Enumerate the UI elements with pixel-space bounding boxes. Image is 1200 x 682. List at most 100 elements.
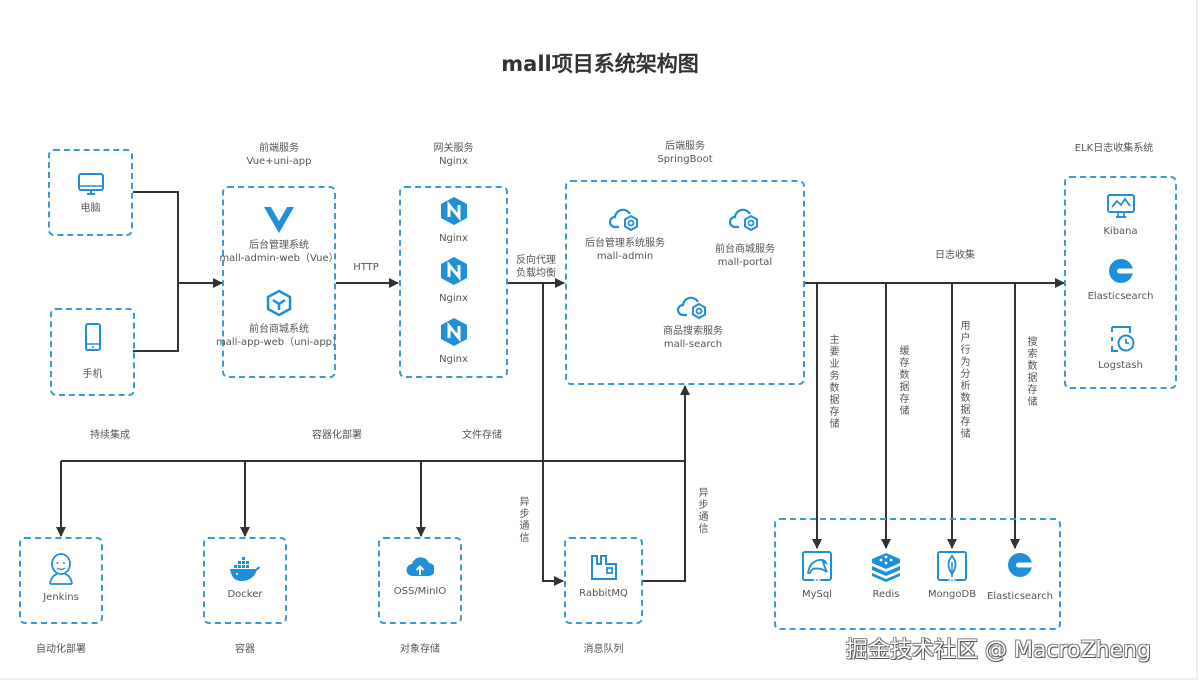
gateway-caption-line2: Nginx bbox=[439, 156, 468, 167]
backend-mall-portal[interactable]: 前台商城服务 mall-portal bbox=[690, 207, 800, 269]
mongodb-icon bbox=[937, 551, 967, 582]
mysql-icon bbox=[802, 551, 832, 582]
devops-oss-label: OSS/MinIO bbox=[393, 586, 447, 597]
cloud-service-icon bbox=[729, 208, 758, 231]
logstash-icon bbox=[1110, 326, 1134, 352]
edge-async-right bbox=[643, 385, 690, 582]
devops-box-jenkins bbox=[19, 537, 103, 624]
cloud-service-icon bbox=[609, 208, 638, 231]
elasticsearch-icon bbox=[1008, 553, 1033, 577]
backend-mall-admin-name: 后台管理系统服务 bbox=[585, 238, 665, 249]
client-box-pc[interactable] bbox=[48, 149, 133, 236]
client-pc-label: 电脑 bbox=[80, 203, 101, 214]
elk-elasticsearch[interactable]: Elasticsearch bbox=[1064, 258, 1177, 303]
edge-label-store-cache: 缓存数据存储 bbox=[897, 345, 908, 417]
storage-redis[interactable]: Redis bbox=[856, 550, 916, 601]
devops-box-docker bbox=[203, 537, 287, 624]
vue-icon bbox=[264, 207, 294, 233]
nginx-icon bbox=[440, 197, 467, 225]
mq-box bbox=[564, 537, 643, 624]
backend-mall-admin[interactable]: 后台管理系统服务 mall-admin bbox=[570, 207, 680, 263]
frontend-app-web-module: mall-app-web（uni-app） bbox=[216, 337, 343, 348]
devops-docker-label: Docker bbox=[227, 589, 263, 600]
edge-label-store-search: 搜索数据存储 bbox=[1025, 336, 1036, 408]
elk-elasticsearch-label: Elasticsearch bbox=[1087, 291, 1154, 302]
client-pc[interactable]: 电脑 bbox=[48, 172, 133, 215]
backend-caption: 后端服务 SpringBoot bbox=[565, 140, 805, 166]
client-phone-label: 手机 bbox=[82, 369, 103, 380]
frontend-app-web-name: 前台商城系统 bbox=[249, 324, 309, 335]
gateway-nginx-2[interactable]: Nginx bbox=[399, 256, 508, 305]
client-box-phone[interactable] bbox=[50, 308, 135, 396]
frontend-admin-web-module: mall-admin-web（Vue） bbox=[219, 253, 339, 264]
gateway-nginx-3-label: Nginx bbox=[439, 354, 468, 365]
watermark: 掘金技术社区 @ MacroZheng bbox=[846, 638, 1152, 663]
mq-rabbitmq[interactable]: RabbitMQ bbox=[564, 553, 643, 600]
devops-box-oss bbox=[378, 537, 462, 624]
devops-oss[interactable]: OSS/MinIO bbox=[378, 555, 462, 598]
elk-box bbox=[1064, 176, 1177, 389]
storage-box bbox=[774, 518, 1061, 630]
gateway-nginx-1[interactable]: Nginx bbox=[399, 196, 508, 245]
frontend-admin-web-name: 后台管理系统 bbox=[249, 240, 309, 251]
devops-oss-caption: 对象存储 bbox=[400, 644, 440, 655]
edge-label-store-main: 主要业务数据存储 bbox=[827, 334, 838, 430]
backend-mall-portal-module: mall-portal bbox=[717, 257, 773, 268]
devops-docker-caption: 容器 bbox=[235, 644, 255, 655]
frontend-box bbox=[222, 186, 336, 378]
elk-kibana-label: Kibana bbox=[1103, 226, 1138, 237]
frontend-caption-line2: Vue+uni-app bbox=[246, 156, 312, 167]
edge-label-store-behavior: 用户行为分析数据存储 bbox=[958, 320, 969, 440]
backend-mall-search-module: mall-search bbox=[663, 339, 723, 350]
edge-label-proxy-line1: 反向代理 bbox=[516, 255, 556, 266]
edge-label-proxy: 反向代理 负载均衡 bbox=[512, 254, 560, 280]
gateway-nginx-1-label: Nginx bbox=[439, 233, 468, 244]
frontend-admin-web[interactable]: 后台管理系统 mall-admin-web（Vue） bbox=[216, 207, 342, 265]
monitor-icon bbox=[77, 173, 104, 195]
edge-async-left bbox=[542, 283, 564, 586]
devops-jenkins[interactable]: Jenkins bbox=[19, 553, 103, 604]
storage-mysql[interactable]: MySql bbox=[787, 550, 847, 601]
gateway-caption: 网关服务 Nginx bbox=[399, 142, 508, 168]
backend-mall-search-name: 商品搜索服务 bbox=[663, 326, 723, 337]
cube-icon bbox=[266, 289, 292, 317]
edge-label-async-left: 异步通信 bbox=[517, 496, 528, 544]
edge-label-proxy-line2: 负载均衡 bbox=[516, 268, 556, 279]
backend-caption-line1: 后端服务 bbox=[665, 141, 705, 152]
mq-caption: 消息队列 bbox=[583, 644, 624, 655]
nginx-icon bbox=[440, 257, 467, 285]
backend-mall-search[interactable]: 商品搜索服务 mall-search bbox=[638, 295, 748, 351]
cloud-upload-icon bbox=[406, 557, 434, 577]
storage-mongodb[interactable]: MongoDB bbox=[922, 550, 982, 601]
storage-elasticsearch-label: Elasticsearch bbox=[987, 591, 1053, 602]
gateway-nginx-3[interactable]: Nginx bbox=[399, 317, 508, 366]
gateway-box bbox=[399, 186, 508, 378]
edge-pc-frontend bbox=[133, 191, 179, 283]
elk-logstash[interactable]: Logstash bbox=[1064, 325, 1177, 372]
edge-label-container: 容器化部署 bbox=[312, 430, 362, 441]
frontend-app-web[interactable]: 前台商城系统 mall-app-web（uni-app） bbox=[216, 289, 342, 349]
client-phone[interactable]: 手机 bbox=[50, 322, 135, 381]
elk-logstash-label: Logstash bbox=[1098, 360, 1143, 371]
devops-docker[interactable]: Docker bbox=[203, 556, 287, 601]
devops-jenkins-label: Jenkins bbox=[43, 592, 79, 603]
backend-caption-line2: SpringBoot bbox=[657, 154, 713, 165]
elk-kibana[interactable]: Kibana bbox=[1064, 193, 1177, 238]
nginx-icon bbox=[440, 318, 467, 346]
elk-caption: ELK日志收集系统 bbox=[1074, 143, 1154, 154]
storage-elasticsearch[interactable]: Elasticsearch bbox=[985, 552, 1055, 603]
frontend-caption: 前端服务 Vue+uni-app bbox=[222, 142, 336, 168]
backend-mall-portal-name: 前台商城服务 bbox=[715, 244, 775, 255]
storage-mongodb-label: MongoDB bbox=[927, 589, 977, 600]
gateway-nginx-2-label: Nginx bbox=[439, 293, 468, 304]
gateway-caption-line1: 网关服务 bbox=[433, 143, 474, 154]
frontend-caption-line1: 前端服务 bbox=[259, 143, 299, 154]
storage-redis-label: Redis bbox=[872, 589, 900, 600]
rabbitmq-icon bbox=[590, 555, 617, 580]
mq-rabbitmq-label: RabbitMQ bbox=[579, 588, 628, 599]
edge-label-log: 日志收集 bbox=[935, 250, 975, 261]
edge-phone-frontend bbox=[133, 283, 179, 352]
docker-icon bbox=[230, 557, 260, 581]
